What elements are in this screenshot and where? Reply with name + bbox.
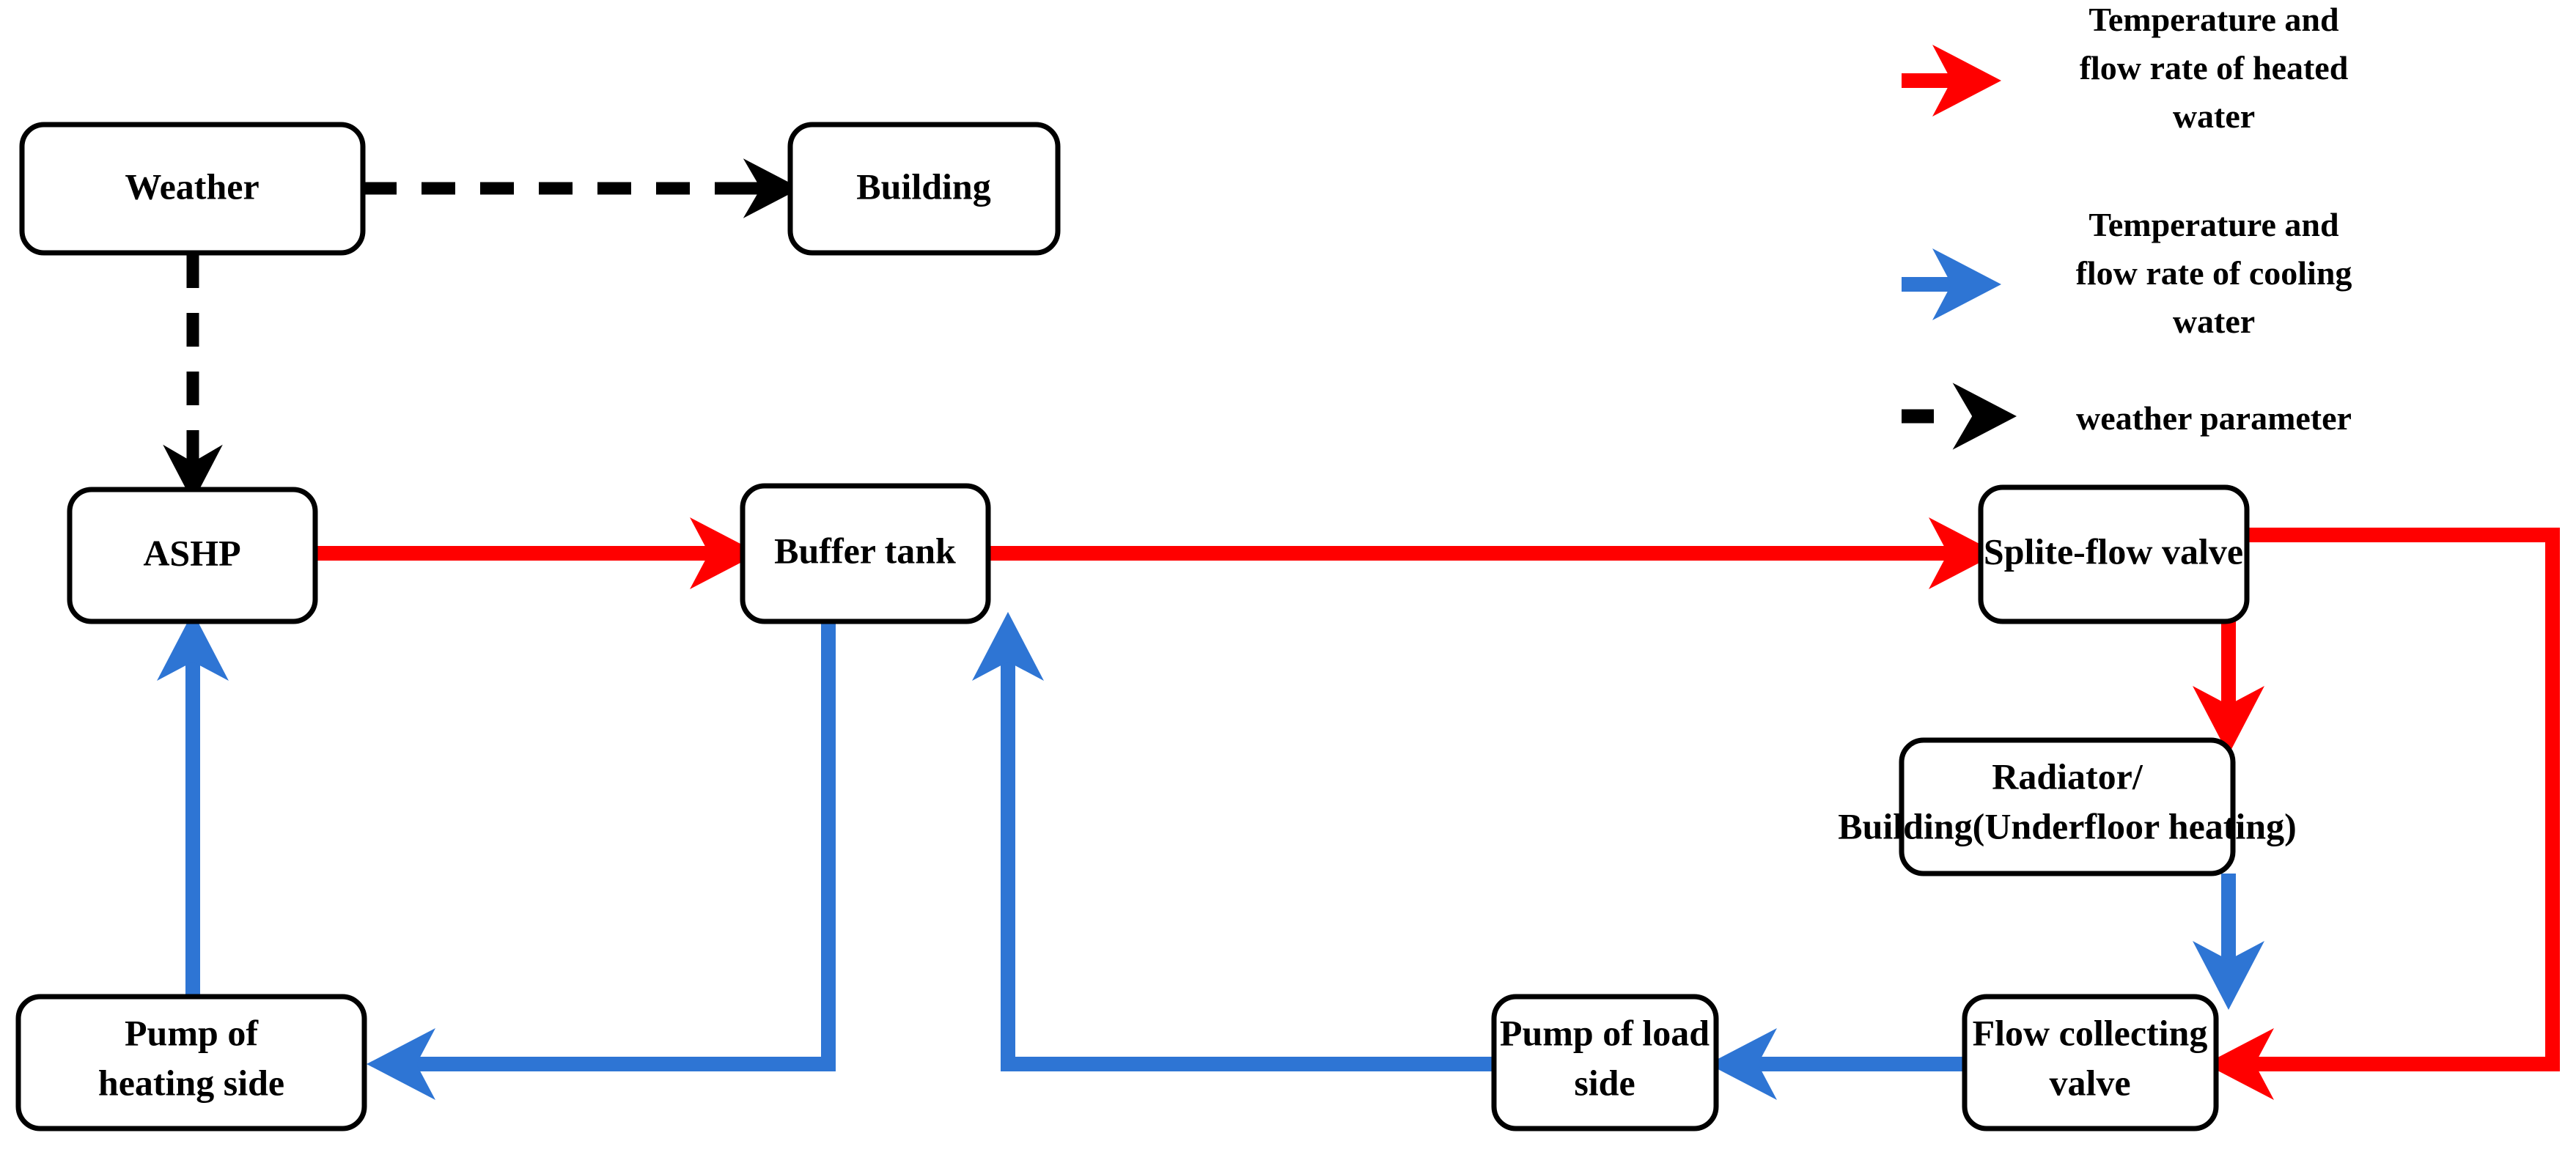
legend: Temperature and flow rate of heated wate…	[1902, 1, 2352, 450]
node-pump-load-side-label-line1: Pump of load	[1500, 1012, 1710, 1053]
node-radiator-box[interactable]	[1899, 737, 2236, 876]
legend-weather-parameter-line1: weather parameter	[2076, 399, 2352, 437]
node-weather[interactable]: Weather	[19, 122, 366, 256]
node-weather-box[interactable]	[19, 122, 366, 256]
node-building-label: Building	[856, 166, 990, 207]
node-buffer-tank-label: Buffer tank	[774, 530, 956, 571]
node-pump-load-side-box[interactable]	[1491, 994, 1719, 1131]
node-ashp[interactable]: ASHP	[67, 487, 318, 624]
legend-heated-water-line3: water	[2173, 97, 2255, 135]
node-pump-heating-side-box[interactable]	[15, 994, 367, 1131]
node-flow-collecting-valve-label-line1: Flow collecting	[1973, 1012, 2208, 1053]
node-pump-heating-side[interactable]: Pump of heating side	[15, 994, 367, 1131]
node-pump-load-side-label-line2: side	[1574, 1062, 1635, 1103]
node-radiator-label-line1: Radiator/	[1992, 756, 2143, 797]
node-buffer-tank[interactable]: Buffer tank	[740, 483, 991, 624]
node-splite-flow-valve-box[interactable]	[1978, 484, 2250, 624]
legend-cooling-water-line3: water	[2173, 303, 2255, 340]
node-flow-collecting-valve[interactable]: Flow collecting valve	[1962, 994, 2219, 1131]
node-pump-heating-side-label-line1: Pump of	[125, 1012, 259, 1053]
legend-heated-water-line1: Temperature and	[2089, 1, 2339, 38]
node-flow-collecting-valve-label-line2: valve	[2049, 1062, 2130, 1103]
node-weather-label: Weather	[125, 166, 259, 207]
edge-pump-load-to-buffer-tank	[972, 612, 1494, 1071]
node-splite-flow-valve-label: Splite-flow valve	[1984, 531, 2243, 572]
node-building[interactable]: Building	[787, 122, 1061, 256]
legend-item-heated-water: Temperature and flow rate of heated wate…	[1902, 1, 2349, 135]
node-radiator[interactable]: Radiator/ Building(Underfloor heating)	[1838, 737, 2297, 876]
node-building-box[interactable]	[787, 122, 1061, 256]
node-pump-heating-side-label-line2: heating side	[98, 1062, 284, 1103]
node-ashp-label: ASHP	[143, 532, 240, 573]
node-ashp-box[interactable]	[67, 487, 318, 624]
legend-item-cooling-water: Temperature and flow rate of cooling wat…	[1902, 206, 2352, 340]
node-splite-flow-valve[interactable]: Splite-flow valve	[1978, 484, 2250, 624]
legend-cooling-water-line1: Temperature and	[2089, 206, 2339, 243]
node-radiator-label-line2: Building(Underfloor heating)	[1838, 805, 2297, 846]
node-pump-load-side[interactable]: Pump of load side	[1491, 994, 1719, 1131]
edge-buffer-tank-to-pump-heating	[367, 621, 836, 1100]
legend-heated-water-line2: flow rate of heated	[2080, 49, 2349, 86]
node-buffer-tank-box[interactable]	[740, 483, 991, 624]
legend-item-weather-parameter: weather parameter	[1902, 383, 2352, 450]
legend-cooling-water-line2: flow rate of cooling	[2076, 254, 2352, 292]
edge-splite-flow-valve-bypass-to-flow-collecting-valve	[2205, 528, 2560, 1100]
node-flow-collecting-valve-box[interactable]	[1962, 994, 2219, 1131]
